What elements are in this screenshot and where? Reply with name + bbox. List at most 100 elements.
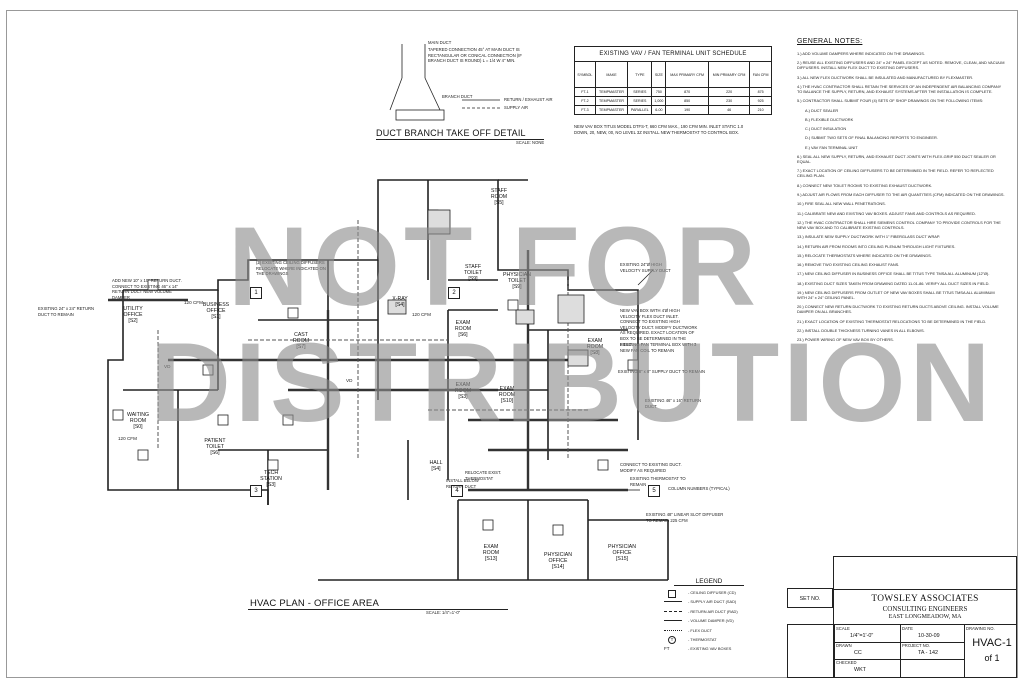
legend-item: T- THERMOSTAT <box>662 635 792 645</box>
general-note-item: 23.) POWER WIRING OF NEW VAV BOX BY OTHE… <box>797 337 894 343</box>
general-note-item: 21.) EXACT LOCATION OF EXISTING THERMOST… <box>797 318 987 324</box>
return-air-label: RETURN / EXHAUST AIR <box>504 97 553 102</box>
room-number: [S9] <box>512 284 522 290</box>
tapered-note-2: RECTANGULAR OR CONICAL CONNECTION (IF <box>428 52 522 58</box>
schedule-cell: FT-1 <box>574 87 596 97</box>
room-name: PHYSICIAN OFFICE <box>608 544 636 556</box>
legend-symbol-icon <box>664 629 682 636</box>
general-note-item: 18.) EXISTING DUCT SIZES TAKEN FROM DRAW… <box>797 280 990 286</box>
room-exam-3: EXAM ROOM[S3] <box>448 382 478 400</box>
schedule-header: MAX PRIMARY CFM <box>665 61 709 88</box>
legend-symbol-icon: FT <box>664 646 670 652</box>
general-note-item: 4.) THE HVAC CONTRACTOR SHALL RETAIN THE… <box>797 83 1002 95</box>
legend-item: - CEILING DIFFUSER (CD) <box>662 588 792 598</box>
legend-label: - CEILING DIFFUSER (CD) <box>688 590 736 595</box>
drawn-label: DRAWN <box>836 643 852 648</box>
room-name: EXAM ROOM <box>482 544 500 556</box>
room-waiting: WAITING ROOM[S0] <box>122 412 154 430</box>
general-note-item: 11.) CALIBRATE NEW AND EXISTING VAV BOXE… <box>797 210 976 216</box>
room-staff-toilet: STAFF TOILET[S9] <box>456 264 490 282</box>
general-note-item: 2.) REUSE ALL EXISTING DIFFUSERS AND 24"… <box>797 60 1005 71</box>
general-note-item: 19.) NEW CEILING DIFFUSERS FROM OUTLET O… <box>797 289 995 301</box>
column-marker: 3 <box>250 485 262 497</box>
vd-label: VD <box>164 364 171 369</box>
schedule-cell: SERIES <box>627 96 653 106</box>
schedule-header: TYPE <box>627 61 653 88</box>
legend-list: - CEILING DIFFUSER (CD)- SUPPLY AIR DUCT… <box>662 588 792 654</box>
callout-existing-supply: EXISTING 8" x 8" SUPPLY DUCT TO REMAIN <box>618 369 706 374</box>
room-staff: STAFF ROOM[S5] <box>484 188 514 206</box>
callout-existing-return: EXISTING 24" x 24" RETURN DUCT TO REMAIN <box>38 306 95 317</box>
general-note-item: 8.) CONNECT NEW TOILET ROOMS TO EXISTING… <box>797 182 933 188</box>
sheet-of: of 1 <box>984 653 1000 663</box>
general-note-item: 5.) CONTRACTOR SHALL SUBMIT FOUR (4) SET… <box>797 98 984 104</box>
general-notes: GENERAL NOTES: 1.) ADD VOLUME DAMPERS WH… <box>797 38 1005 347</box>
room-number: [S4] <box>395 302 405 308</box>
general-note-item: 17.) NEW CEILING DIFFUSER IN BUSINESS OF… <box>797 271 990 277</box>
schedule-cell: FT-3 <box>574 105 596 115</box>
room-exam-2: EXAM ROOM[S8] <box>580 338 610 356</box>
general-note-item: 6.) SEAL ALL NEW SUPPLY, RETURN, AND EXH… <box>797 154 996 165</box>
general-note-item: A.) DUCT SEALER <box>805 107 839 113</box>
company-subtitle: CONSULTING ENGINEERS <box>882 605 968 613</box>
column-marker: 5 <box>648 485 660 497</box>
room-name: BUSINESS OFFICE <box>202 302 230 314</box>
callout-connect-existing: CONNECT TO EXISTING DUCT. MODIFY AS REQU… <box>620 462 682 473</box>
room-number: [S1] <box>211 314 221 320</box>
schedule-note-2: DOWN, 20, NEW, 00, NO LEVEL 3Z INSTALL N… <box>574 129 740 135</box>
schedule-header: FAN CFM <box>749 61 772 88</box>
callout-relocate-diffusers: (2) EXISTING CEILING DIFFUSERS RELOCATE … <box>256 260 326 277</box>
room-name: STAFF ROOM <box>490 188 508 200</box>
company-location: EAST LONGMEADOW, MA <box>888 614 962 620</box>
detail-title: DUCT BRANCH TAKE OFF DETAIL <box>376 128 526 138</box>
room-name: EXAM ROOM <box>498 386 516 398</box>
legend-symbol-icon <box>664 610 682 617</box>
vd-label: VD <box>346 378 353 383</box>
room-number: [S2] <box>128 318 138 324</box>
legend-symbol-icon <box>664 620 682 626</box>
branch-duct-label: BRANCH DUCT <box>442 94 473 99</box>
schedule-notes: NEW VAV BOX TITUS MODEL DTFS-T, 660 CFM … <box>574 124 774 135</box>
plan-scale: SCALE: 1/4"=1'-0" <box>426 610 461 615</box>
schedule-title: EXISTING VAV / FAN TERMINAL UNIT SCHEDUL… <box>574 46 772 62</box>
room-number: [S14] <box>551 564 565 570</box>
tapered-note: TAPERED CONNECTION 45° AT MAIN DUCT IS R… <box>428 47 568 64</box>
room-number: [S6] <box>458 332 468 338</box>
general-note-item: 15.) RELOCATE THERMOSTATS WHERE INDICATE… <box>797 252 932 258</box>
room-number: [S3] <box>266 482 276 488</box>
room-number: [S0] <box>133 424 143 430</box>
room-name: UTILITY OFFICE <box>123 306 143 318</box>
schedule-header: MIN PRIMARY CFM <box>707 61 751 88</box>
room-number: [S4] <box>431 466 441 472</box>
schedule-cell: SERIES <box>627 87 653 97</box>
room-number: [S15] <box>615 556 629 562</box>
scale-value: 1/4"=1'-0" <box>850 633 874 639</box>
general-note-item: D.) SUBMIT TWO SETS OF FINAL BALANCING R… <box>805 135 938 141</box>
general-note-item: E.) VAV FAN TERMINAL UNIT <box>805 144 858 150</box>
room-name: PHYSICIAN TOILET <box>503 272 531 284</box>
hvac-plan-drawing <box>107 179 669 581</box>
room-name: X-RAY <box>392 296 408 302</box>
general-note-item: 20.) CONNECT NEW RETURN DUCTWORK TO EXIS… <box>797 304 999 315</box>
main-duct-label: MAIN DUCT <box>428 40 452 45</box>
column-marker: 2 <box>448 287 460 299</box>
general-note-item: B.) FLEXIBLE DUCTWORK <box>805 116 854 122</box>
callout-add-return: ADD NEW 10" x 10" RETURN DUCT. CONNECT T… <box>112 278 182 300</box>
legend-label: - VOLUME DAMPER (VD) <box>688 618 734 624</box>
general-note-item: 7.) EXACT LOCATION OF CEILING DIFFUSERS … <box>797 168 994 179</box>
general-note-item: C.) DUCT INSULATION <box>805 126 847 132</box>
schedule-header: SYMBOL <box>574 61 596 88</box>
general-note-item: 10.) FIRE SEAL ALL NEW WALL PENETRATIONS… <box>797 201 886 207</box>
room-physician-toilet: PHYSICIAN TOILET[S9] <box>498 272 536 290</box>
drawing-sheet <box>6 10 1018 678</box>
project-label: PROJECT NO. <box>902 643 931 648</box>
title-block-grid: SCALE 1/4"=1'-0" DATE 10-30-09 DRAWN CC … <box>787 624 1017 678</box>
room-tech: TECH STATION[S3] <box>256 470 286 488</box>
callout-existing-return-2: EXISTING 46" x 16" RETURN DUCT <box>645 398 702 409</box>
room-exam-4: EXAM ROOM[S10] <box>492 386 522 404</box>
schedule-cell: PARALLEL <box>627 105 653 115</box>
room-xray: X-RAY[S4] <box>384 296 416 308</box>
checked-label: CHECKED <box>836 660 857 665</box>
room-cast: CAST ROOM[S7] <box>286 332 316 350</box>
